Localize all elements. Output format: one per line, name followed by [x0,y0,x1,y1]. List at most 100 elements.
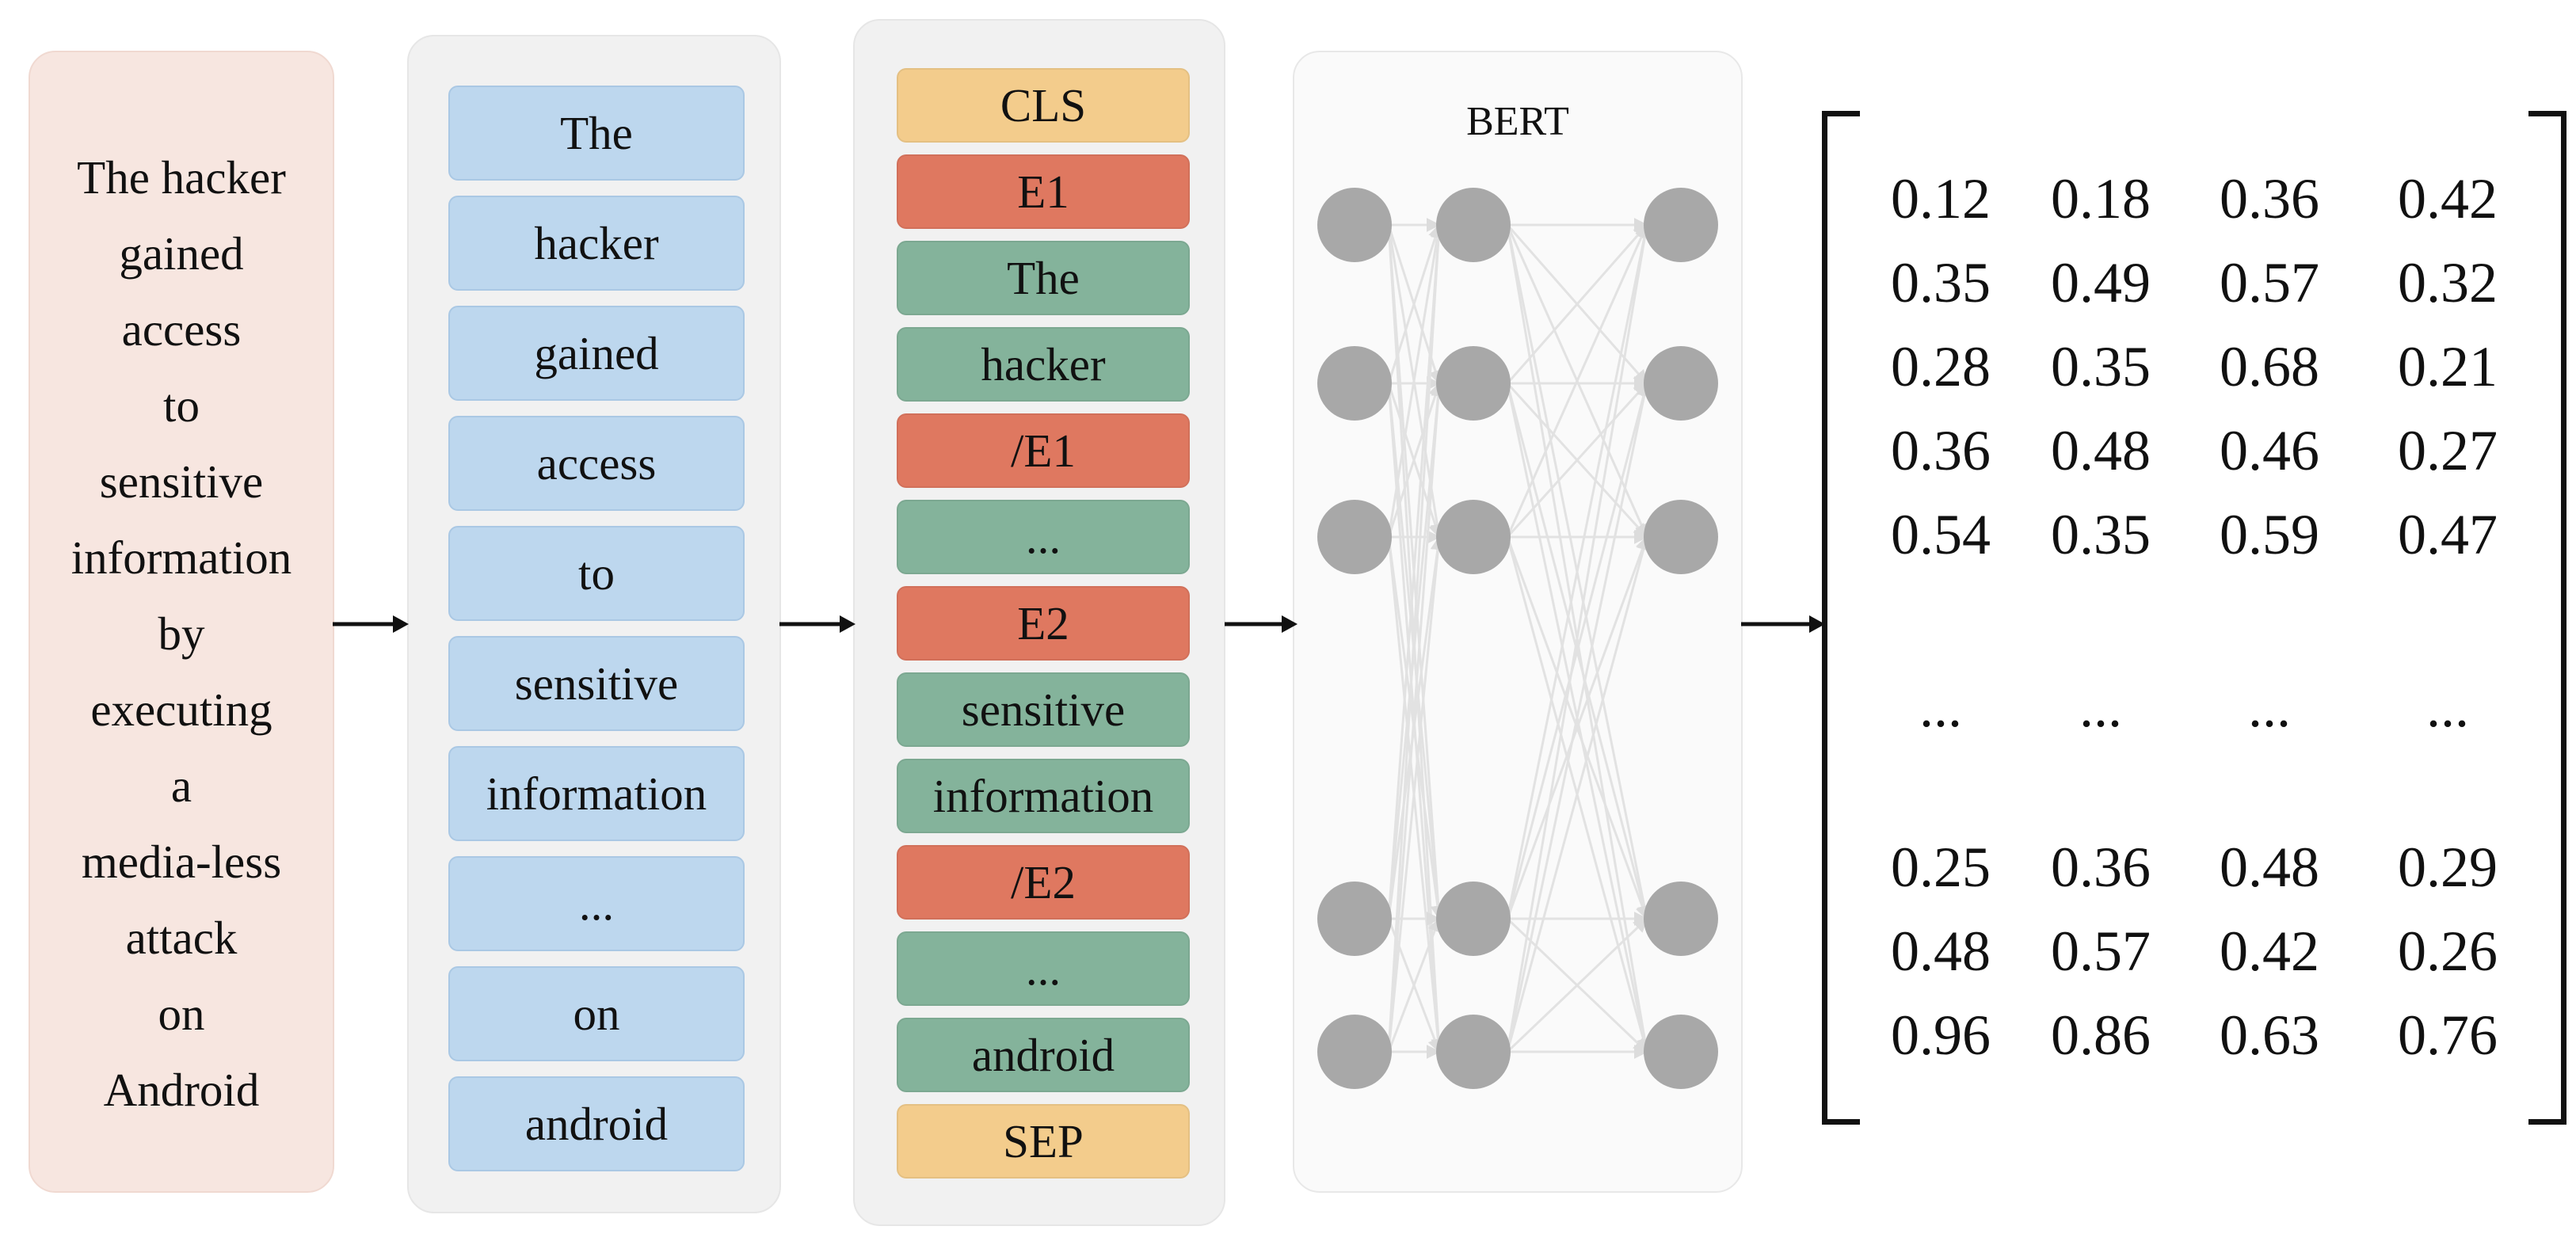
token-box: The [448,86,745,181]
matrix-cell: 0.18 [2051,167,2151,230]
matrix-cell: 0.28 [1891,335,1991,398]
neuron-node [1644,188,1718,262]
sentence-line: access [121,303,242,356]
network-connection [1506,535,1649,920]
matrix-cell: 0.57 [2220,251,2319,314]
neuron-node [1317,882,1392,956]
sentence-line: a [170,760,192,812]
network-connection [1387,535,1446,1053]
marked-token: sensitive [897,672,1190,747]
marked-token: SEP [897,1104,1190,1179]
network-connection [1506,382,1652,1053]
token-box: ... [448,856,745,951]
network-connection [1506,223,1648,538]
neuron-node [1317,188,1392,262]
neuron-node [1317,500,1392,574]
neuron-node [1644,346,1718,421]
neuron-node [1436,346,1511,421]
bert-label: BERT [1466,99,1569,144]
marked-token: CLS [897,68,1190,143]
matrix-cell: 0.26 [2398,920,2498,983]
matrix-cell: 0.35 [2051,503,2151,566]
matrix-right-bracket [2528,111,2566,1125]
marked-token: ... [897,500,1190,574]
token-box: sensitive [448,636,745,731]
network-connection [1387,223,1445,538]
neuron-node [1317,1015,1392,1089]
matrix-cell: 0.29 [2398,836,2498,899]
neuron-node [1436,882,1511,956]
sentence-line: attack [125,912,238,964]
neuron-node [1644,882,1718,956]
network-connection [1506,382,1651,920]
matrix-cell: 0.36 [1891,419,1991,482]
network-connection [1387,223,1446,920]
entity-marked-panel: CLS E1 The hacker /E1 ... E2 sensitive i… [853,19,1225,1226]
matrix-cell: 0.46 [2220,419,2319,482]
matrix-cell: 0.12 [1891,167,1991,230]
matrix-ellipsis: ... [1919,676,1962,739]
sentence-line: gained [119,227,244,280]
embedding-matrix: 0.12 0.18 0.36 0.42 0.35 0.49 0.57 0.32 … [1822,111,2566,1133]
marked-token: ... [897,931,1190,1006]
network-connection [1506,535,1651,1053]
sentence-line: The hacker [77,151,286,204]
matrix-cell: 0.57 [2051,920,2151,983]
arrow-icon [1225,615,1298,633]
neuron-node [1317,346,1392,421]
matrix-cell: 0.68 [2220,335,2319,398]
marked-token: E1 [897,154,1190,229]
marked-token: information [897,759,1190,833]
token-box: android [448,1076,745,1171]
marked-token: /E2 [897,845,1190,920]
bert-panel: BERT [1293,51,1743,1193]
token-box: hacker [448,196,745,291]
sentence-line: to [163,379,200,432]
marked-token: The [897,241,1190,315]
neuron-node [1436,1015,1511,1089]
token-box: access [448,416,745,511]
matrix-ellipsis: ... [2426,676,2469,739]
matrix-cell: 0.54 [1891,503,1991,566]
matrix-cell: 0.32 [2398,251,2498,314]
network-connection [1506,223,1652,920]
sentence-line: media-less [81,836,282,888]
neuron-node [1644,500,1718,574]
bert-network [1317,188,1718,1089]
matrix-cell: 0.76 [2398,1003,2498,1067]
network-connection [1506,917,1648,1053]
marked-token: /E1 [897,413,1190,488]
sentence-line: on [158,988,205,1040]
matrix-cell: 0.49 [2051,251,2151,314]
marked-token: android [897,1018,1190,1092]
matrix-cell: 0.25 [1891,836,1991,899]
neuron-node [1436,500,1511,574]
arrow-icon [333,615,409,633]
token-box: to [448,526,745,621]
sentence-line: Android [103,1064,260,1116]
matrix-cell: 0.35 [1891,251,1991,314]
matrix-cell: 0.48 [2220,836,2319,899]
sentence-line: executing [90,684,272,736]
arrow-icon [1741,615,1825,633]
network-connection [1506,223,1652,1053]
matrix-ellipsis: ... [2248,676,2291,739]
token-box: on [448,966,745,1061]
token-panel: The hacker gained access to sensitive in… [407,35,781,1213]
network-connection [1387,917,1442,1053]
matrix-cell: 0.48 [2051,419,2151,482]
sentence-line: information [70,531,292,584]
matrix-ellipsis: ... [2079,676,2122,739]
input-sentence: The hacker gained access to sensitive in… [30,139,333,1128]
network-connection [1387,382,1442,538]
matrix-cell: 0.36 [2051,836,2151,899]
matrix-cell: 0.63 [2220,1003,2319,1067]
matrix-cell: 0.42 [2220,920,2319,983]
matrix-cell: 0.48 [1891,920,1991,983]
matrix-cell: 0.27 [2398,419,2498,482]
input-sentence-panel: The hacker gained access to sensitive in… [29,51,334,1193]
arrow-icon [779,615,855,633]
network-connection [1506,223,1648,384]
matrix-cell: 0.59 [2220,503,2319,566]
matrix-left-bracket [1822,111,1860,1125]
